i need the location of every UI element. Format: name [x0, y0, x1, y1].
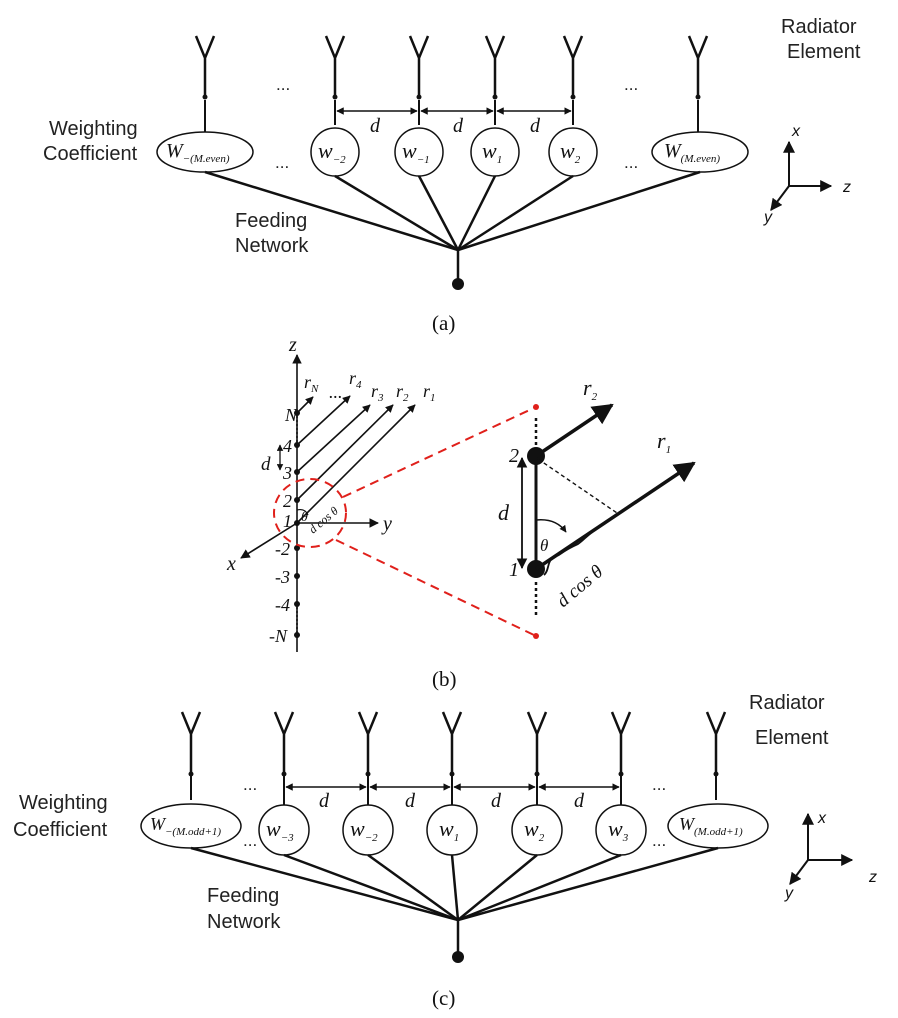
weight-label: w−1	[402, 138, 430, 166]
axis-z-label: z	[842, 179, 851, 196]
element-label: 3	[282, 463, 292, 483]
axis-y-label: y	[763, 209, 773, 226]
theta-label: θ	[301, 510, 308, 525]
axis-x-label: x	[791, 123, 801, 140]
weight-label: w3	[608, 816, 629, 844]
spacing-label: d	[491, 790, 502, 812]
zoom-theta-label: θ	[540, 536, 548, 555]
ellipsis: ...	[243, 831, 257, 850]
ray-label: r1	[423, 381, 436, 404]
element-label: -2	[275, 539, 290, 559]
panel-a-even-array	[156, 35, 833, 290]
axis-z-label: z	[868, 869, 877, 886]
radiator-element	[194, 35, 709, 96]
axis-y-label: y	[381, 513, 392, 535]
coordinate-axes	[770, 140, 833, 211]
axis-y-label: y	[784, 885, 794, 902]
weighting-label: Weighting	[49, 118, 138, 140]
element-label: 2	[283, 491, 292, 511]
element-label: 1	[283, 511, 292, 531]
weight-label: W−(M.odd+1)	[150, 814, 221, 838]
feeding-label: Feeding	[235, 210, 307, 232]
zoom-spacing-label: d	[498, 500, 510, 525]
zoom-ray-label: r2	[583, 375, 598, 403]
caption-b: (b)	[432, 667, 457, 691]
zoom-ray-label: r1	[657, 428, 671, 456]
radiator-label: Element	[755, 727, 829, 749]
ray-label: r4	[349, 368, 362, 391]
weight-label: w1	[439, 816, 459, 844]
panel-b-text: z N 4 3 2 1 -2 -3 -4 -N rN ... r4 r3 r2 …	[226, 334, 671, 691]
ellipsis: ...	[276, 75, 290, 94]
ray-label: rN	[304, 372, 319, 395]
spacing-label: d	[405, 790, 416, 812]
zoom-element-label: 2	[509, 445, 519, 467]
weight-label: w−2	[350, 816, 378, 844]
zoom-indicator	[273, 406, 537, 637]
ellipsis: ...	[652, 831, 666, 850]
panel-c-text: Radiator Element Weighting Coefficient F…	[13, 692, 877, 1010]
weight-label: w2	[560, 138, 581, 166]
spacing-label: d	[261, 454, 271, 475]
spacing-label: d	[453, 115, 464, 137]
caption-c: (c)	[432, 986, 455, 1010]
weighting-label: Coefficient	[13, 819, 108, 841]
feeding-network	[190, 846, 719, 955]
spacing-label: d	[319, 790, 330, 812]
caption-a: (a)	[432, 311, 455, 335]
rays	[296, 395, 416, 524]
feeding-label: Network	[207, 911, 281, 933]
feeding-label: Network	[235, 235, 309, 257]
weight-label: w−2	[318, 138, 346, 166]
weight-label: w2	[524, 816, 545, 844]
element-label: -3	[275, 567, 290, 587]
feeding-network	[204, 170, 701, 282]
axis-x-label: x	[226, 553, 236, 575]
panel-c-odd-array	[140, 711, 854, 963]
coordinate-axes	[789, 812, 854, 885]
zoom-element-label: 1	[509, 559, 519, 581]
ellipsis: ...	[275, 153, 289, 172]
weight-label: W(M.odd+1)	[679, 814, 743, 838]
ellipsis: ...	[624, 75, 638, 94]
feeding-label: Feeding	[207, 885, 279, 907]
weight-label: W−(M.even)	[166, 140, 230, 165]
ellipsis: ...	[652, 775, 666, 794]
element-label: N	[284, 405, 298, 425]
zoom-detail	[516, 403, 696, 618]
axis-z-label: z	[288, 334, 297, 356]
ray-label: r3	[371, 381, 384, 404]
element-label: 4	[283, 436, 292, 456]
element-label: -4	[275, 595, 290, 615]
ellipsis: ...	[624, 153, 638, 172]
spacing-label: d	[574, 790, 585, 812]
ray-ellipsis: ...	[329, 382, 343, 402]
spacing-label: d	[370, 115, 381, 137]
element-label: -N	[269, 626, 288, 646]
weight-label: w−3	[266, 816, 294, 844]
spacing-label: d	[530, 115, 541, 137]
radiator-element	[180, 711, 727, 772]
zoom-path-diff-label: d cos θ	[553, 561, 608, 612]
ray-label: r2	[396, 381, 409, 404]
ellipsis: ...	[243, 775, 257, 794]
weighting-label: Coefficient	[43, 143, 138, 165]
weight-label: W(M.even)	[664, 140, 720, 165]
axis-x-label: x	[817, 810, 827, 827]
radiator-label: Element	[787, 41, 861, 63]
panel-b-geometry	[240, 354, 696, 652]
weighting-label: Weighting	[19, 792, 108, 814]
x-axis	[240, 522, 298, 559]
panel-a-text: Radiator Element Weighting Coefficient F…	[43, 16, 861, 335]
radiator-label: Radiator	[749, 692, 825, 714]
radiator-label: Radiator	[781, 16, 857, 38]
weight-label: w1	[482, 138, 502, 166]
